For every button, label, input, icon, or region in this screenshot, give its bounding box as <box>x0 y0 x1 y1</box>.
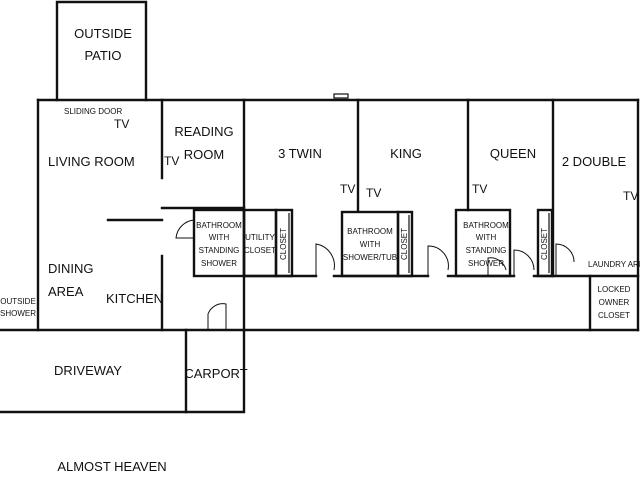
laundry-area-label: LAUNDRY AREA <box>588 260 640 269</box>
utility-closet-label-2: CLOSET <box>244 246 276 255</box>
three-twin-label: 3 TWIN <box>278 146 322 161</box>
king-door <box>427 245 449 276</box>
driveway-label: DRIVEWAY <box>54 363 122 378</box>
twin-door <box>315 243 335 276</box>
tv-living-room: TV <box>114 117 129 131</box>
carport-label: CARPORT <box>184 366 247 381</box>
bath3-door <box>487 257 507 276</box>
bath1-door <box>175 219 195 239</box>
tv-reading-room: TV <box>164 154 179 168</box>
outside-shower-label-1: OUTSIDE <box>0 297 36 306</box>
double-door <box>555 243 575 276</box>
carport-door <box>207 303 227 330</box>
sliding-door-marker <box>333 93 349 99</box>
closet2-label: CLOSET <box>400 228 409 260</box>
king-label: KING <box>390 146 422 161</box>
closet1-box <box>274 208 294 278</box>
dining-area-label-2: AREA <box>48 284 84 299</box>
reading-room-label-2: ROOM <box>184 147 224 162</box>
bath1-label-1: BATHROOM <box>196 221 242 230</box>
bath1-label-3: STANDING <box>199 246 240 255</box>
owner-closet-label-3: CLOSET <box>598 311 630 320</box>
tv-two-double: TV <box>623 189 638 203</box>
outside-patio-label-1: OUTSIDE <box>74 26 132 41</box>
bath3-label-3: STANDING <box>466 246 507 255</box>
dining-area-label-1: DINING <box>48 261 94 276</box>
bath3-label-1: BATHROOM <box>463 221 509 230</box>
property-name: ALMOST HEAVEN <box>57 459 166 474</box>
kitchen-label: KITCHEN <box>106 291 163 306</box>
doors <box>175 93 575 330</box>
bath2-label-3: SHOWER/TUB <box>343 253 397 262</box>
utility-box <box>242 208 278 278</box>
owner-closet-label-2: OWNER <box>599 298 630 307</box>
sliding-door-label: SLIDING DOOR <box>64 107 122 116</box>
patio-walls <box>55 0 148 102</box>
owner-closet-label-1: LOCKED <box>598 285 631 294</box>
closet2-box <box>396 210 414 278</box>
walls <box>0 0 640 414</box>
closet3-label: CLOSET <box>540 228 549 260</box>
living-room-label: LIVING ROOM <box>48 154 135 169</box>
bath3-label-4: SHOWER <box>468 259 504 268</box>
carport-walls <box>184 328 246 414</box>
bath2-label-1: BATHROOM <box>347 227 393 236</box>
closet1-label: CLOSET <box>279 228 288 260</box>
queen-label: QUEEN <box>490 146 536 161</box>
queen-door <box>513 249 535 276</box>
tv-queen: TV <box>472 182 487 196</box>
bath1-label-2: WITH <box>209 233 230 242</box>
tv-three-twin: TV <box>340 182 355 196</box>
tv-king: TV <box>366 186 381 200</box>
two-double-label: 2 DOUBLE <box>562 154 627 169</box>
room-labels: OUTSIDE PATIO SLIDING DOOR LIVING ROOM R… <box>0 26 640 381</box>
outside-patio-label-2: PATIO <box>84 48 121 63</box>
bath1-label-4: SHOWER <box>201 259 237 268</box>
tv-markers: TV TV TV TV TV TV <box>114 117 638 203</box>
reading-room-label-1: READING <box>174 124 233 139</box>
bath2-label-2: WITH <box>360 240 381 249</box>
utility-closet-label-1: UTILITY <box>245 233 275 242</box>
outside-shower-label-2: SHOWER <box>0 309 36 318</box>
bath3-box <box>454 208 512 278</box>
bath3-label-2: WITH <box>476 233 497 242</box>
closet3-box <box>536 208 554 278</box>
